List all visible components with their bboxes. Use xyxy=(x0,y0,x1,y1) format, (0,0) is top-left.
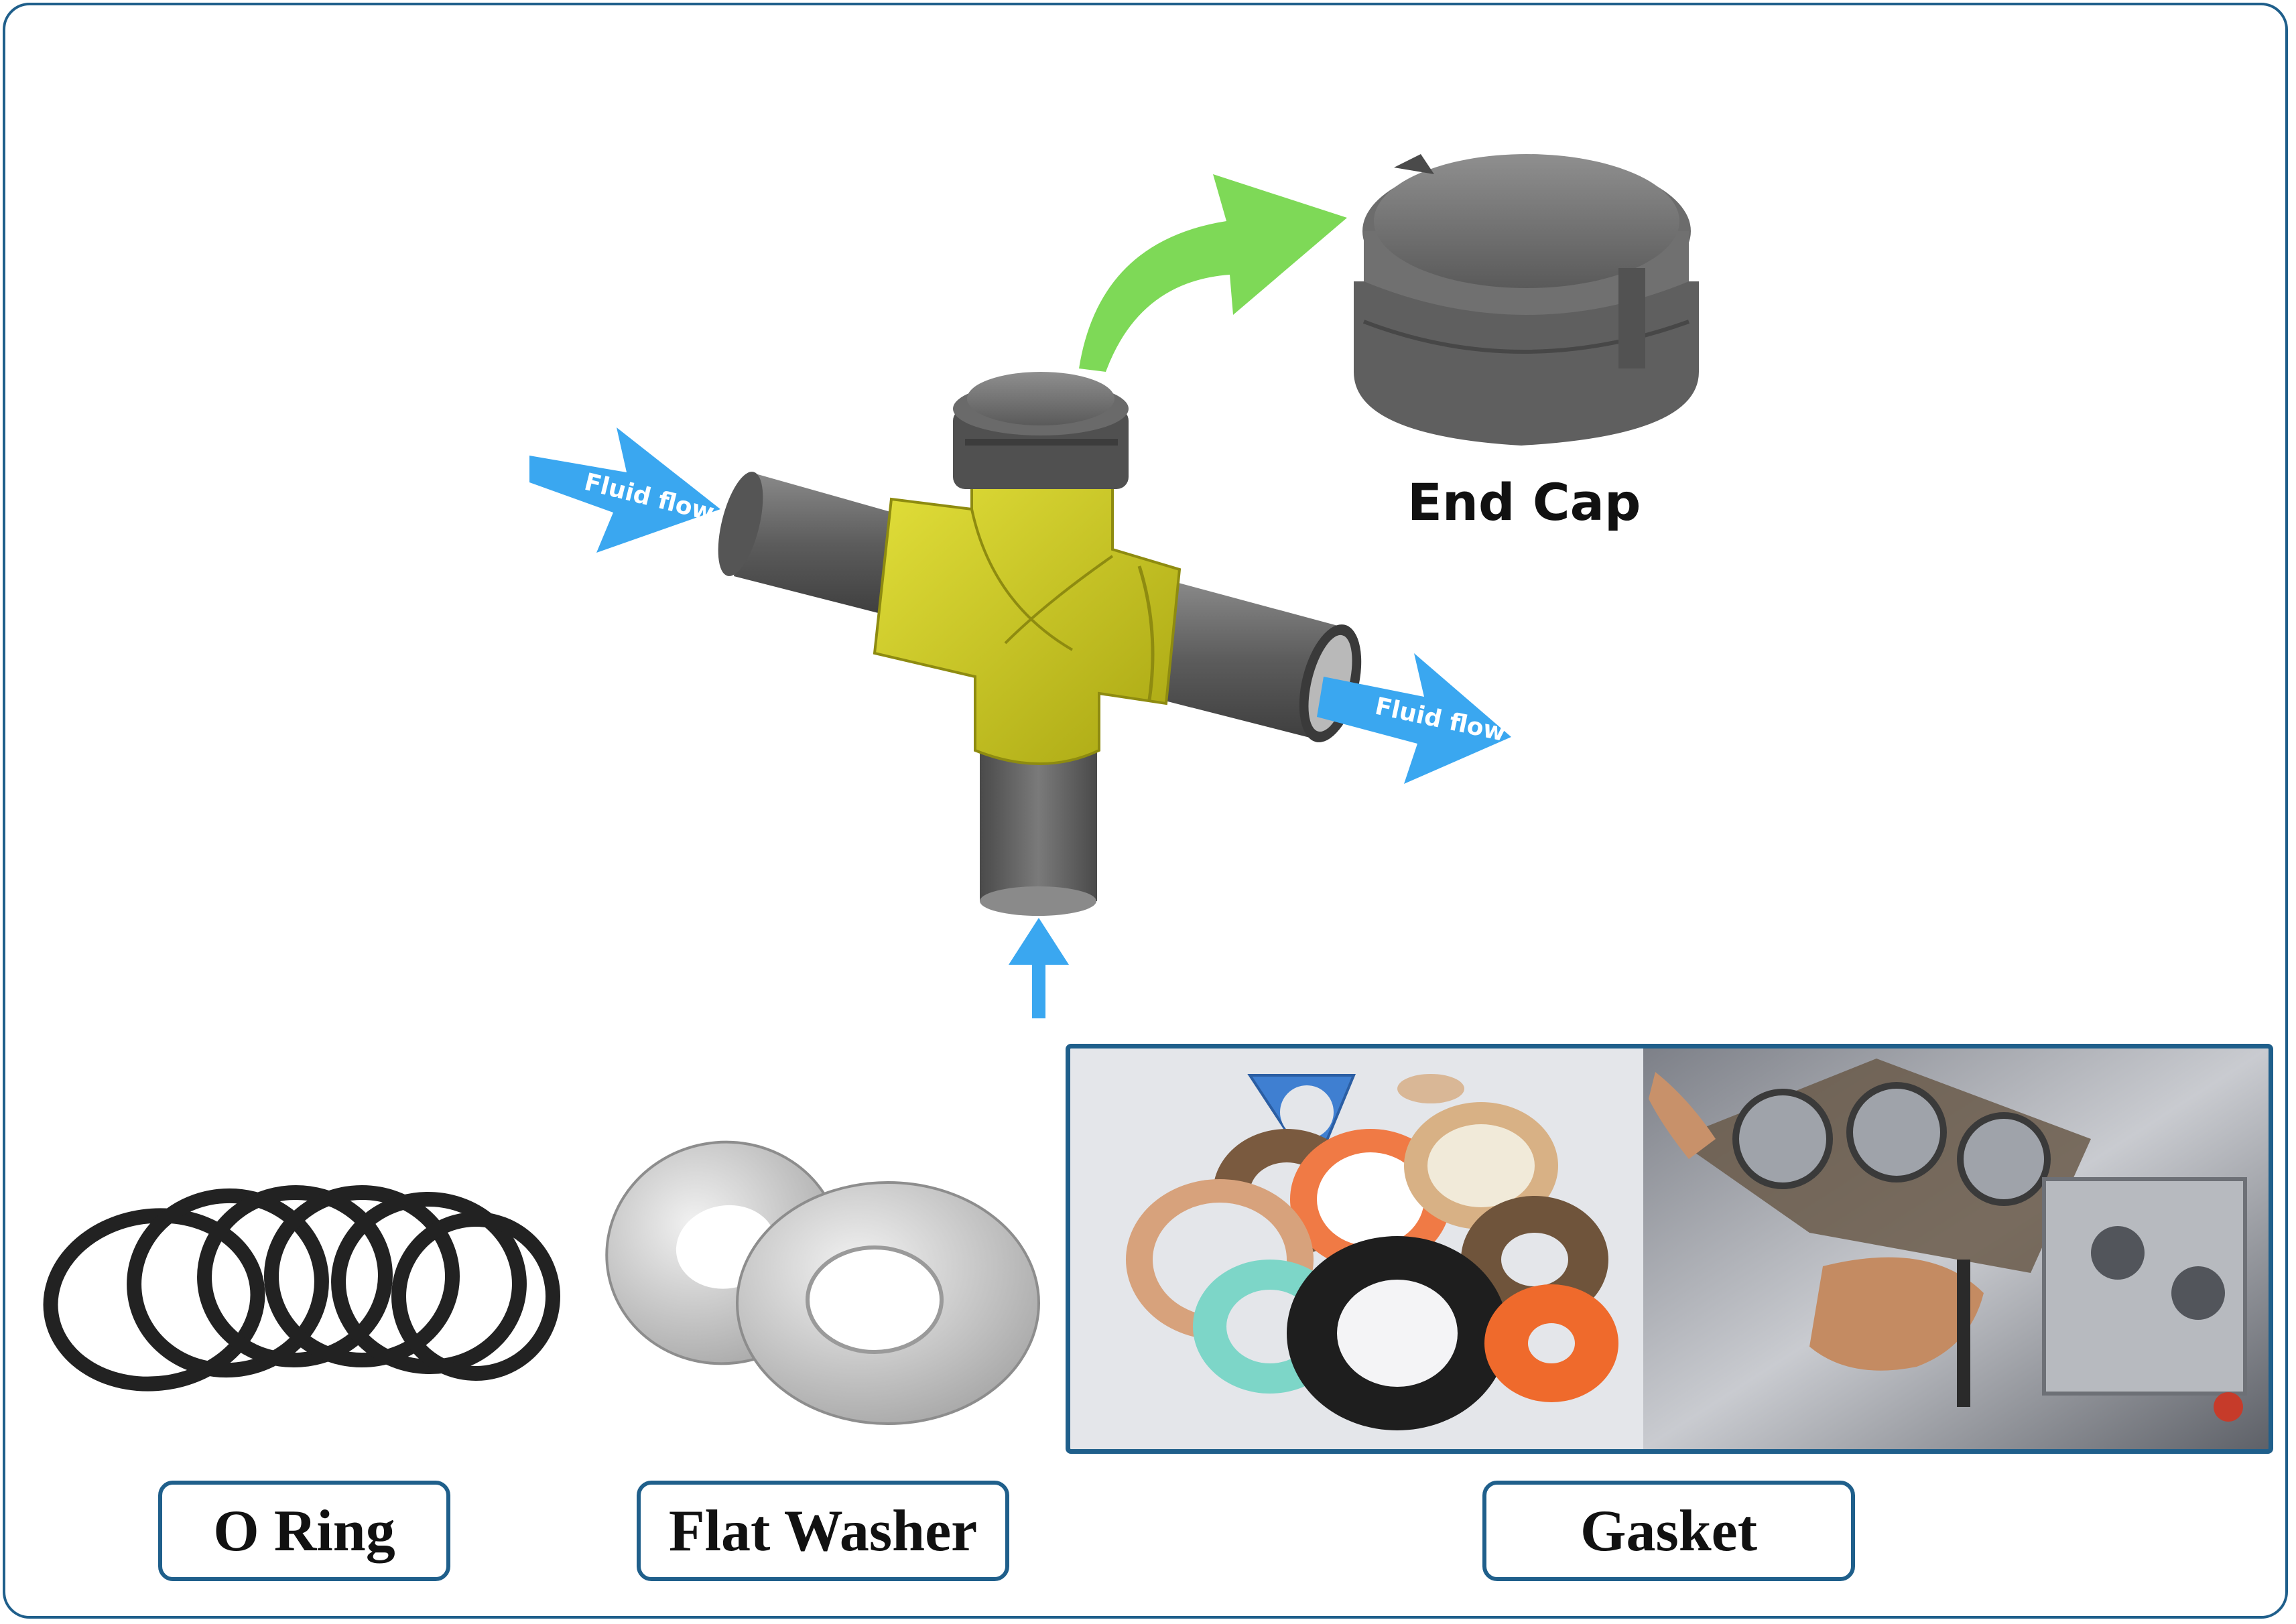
flat-washer-label: Flat Washer xyxy=(637,1481,1009,1581)
cap-removal-arrow xyxy=(1079,174,1347,372)
bottom-pipe xyxy=(980,744,1097,916)
gasket-photo-panel xyxy=(1066,1044,2273,1454)
flat-washer-photo xyxy=(605,1140,1040,1425)
end-cap-label: End Cap xyxy=(1407,472,1641,532)
inlet-flow-arrow xyxy=(529,427,720,553)
inlet-flow-label: Fluid flow xyxy=(582,468,717,527)
o-ring-label: O Ring xyxy=(158,1481,450,1581)
gasket-label: Gasket xyxy=(1482,1481,1855,1581)
o-ring-photo xyxy=(43,1185,560,1392)
end-cap-part xyxy=(1354,154,1699,446)
left-pipe xyxy=(718,472,905,616)
bottom-flow-arrow xyxy=(1009,918,1069,1018)
cross-fitting xyxy=(718,372,1362,916)
outlet-flow-arrow xyxy=(1317,653,1511,784)
gasket-photos xyxy=(1070,1048,2269,1449)
fitting-top-cap xyxy=(953,372,1129,489)
engine-head-gasket xyxy=(1649,1059,2247,1422)
outlet-flow-label: Fluid flow xyxy=(1373,693,1508,747)
fitting-body xyxy=(873,481,1182,765)
assorted-gaskets xyxy=(1126,1074,1618,1430)
